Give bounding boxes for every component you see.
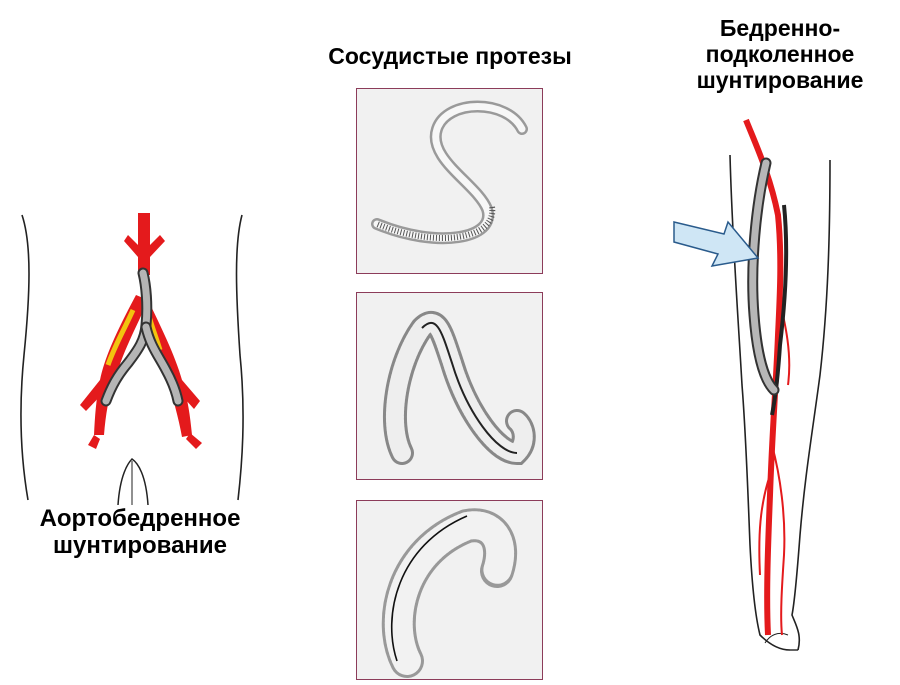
femoropopliteal-bypass-illustration <box>660 115 900 675</box>
loop-prosthesis-panel <box>356 292 543 480</box>
s-shaped-prosthesis-panel <box>356 88 543 274</box>
pointing-arrow-icon <box>673 220 760 267</box>
femoropopliteal-bypass-title: Бедренно- подколенное шунтирование <box>696 15 864 93</box>
aortofemoral-bypass-illustration <box>0 205 270 505</box>
aortofemoral-bypass-title: Аортобедренное шунтирование <box>39 505 241 559</box>
vascular-prostheses-title: Сосудистые протезы <box>328 43 572 69</box>
curved-prosthesis-panel <box>356 500 543 680</box>
